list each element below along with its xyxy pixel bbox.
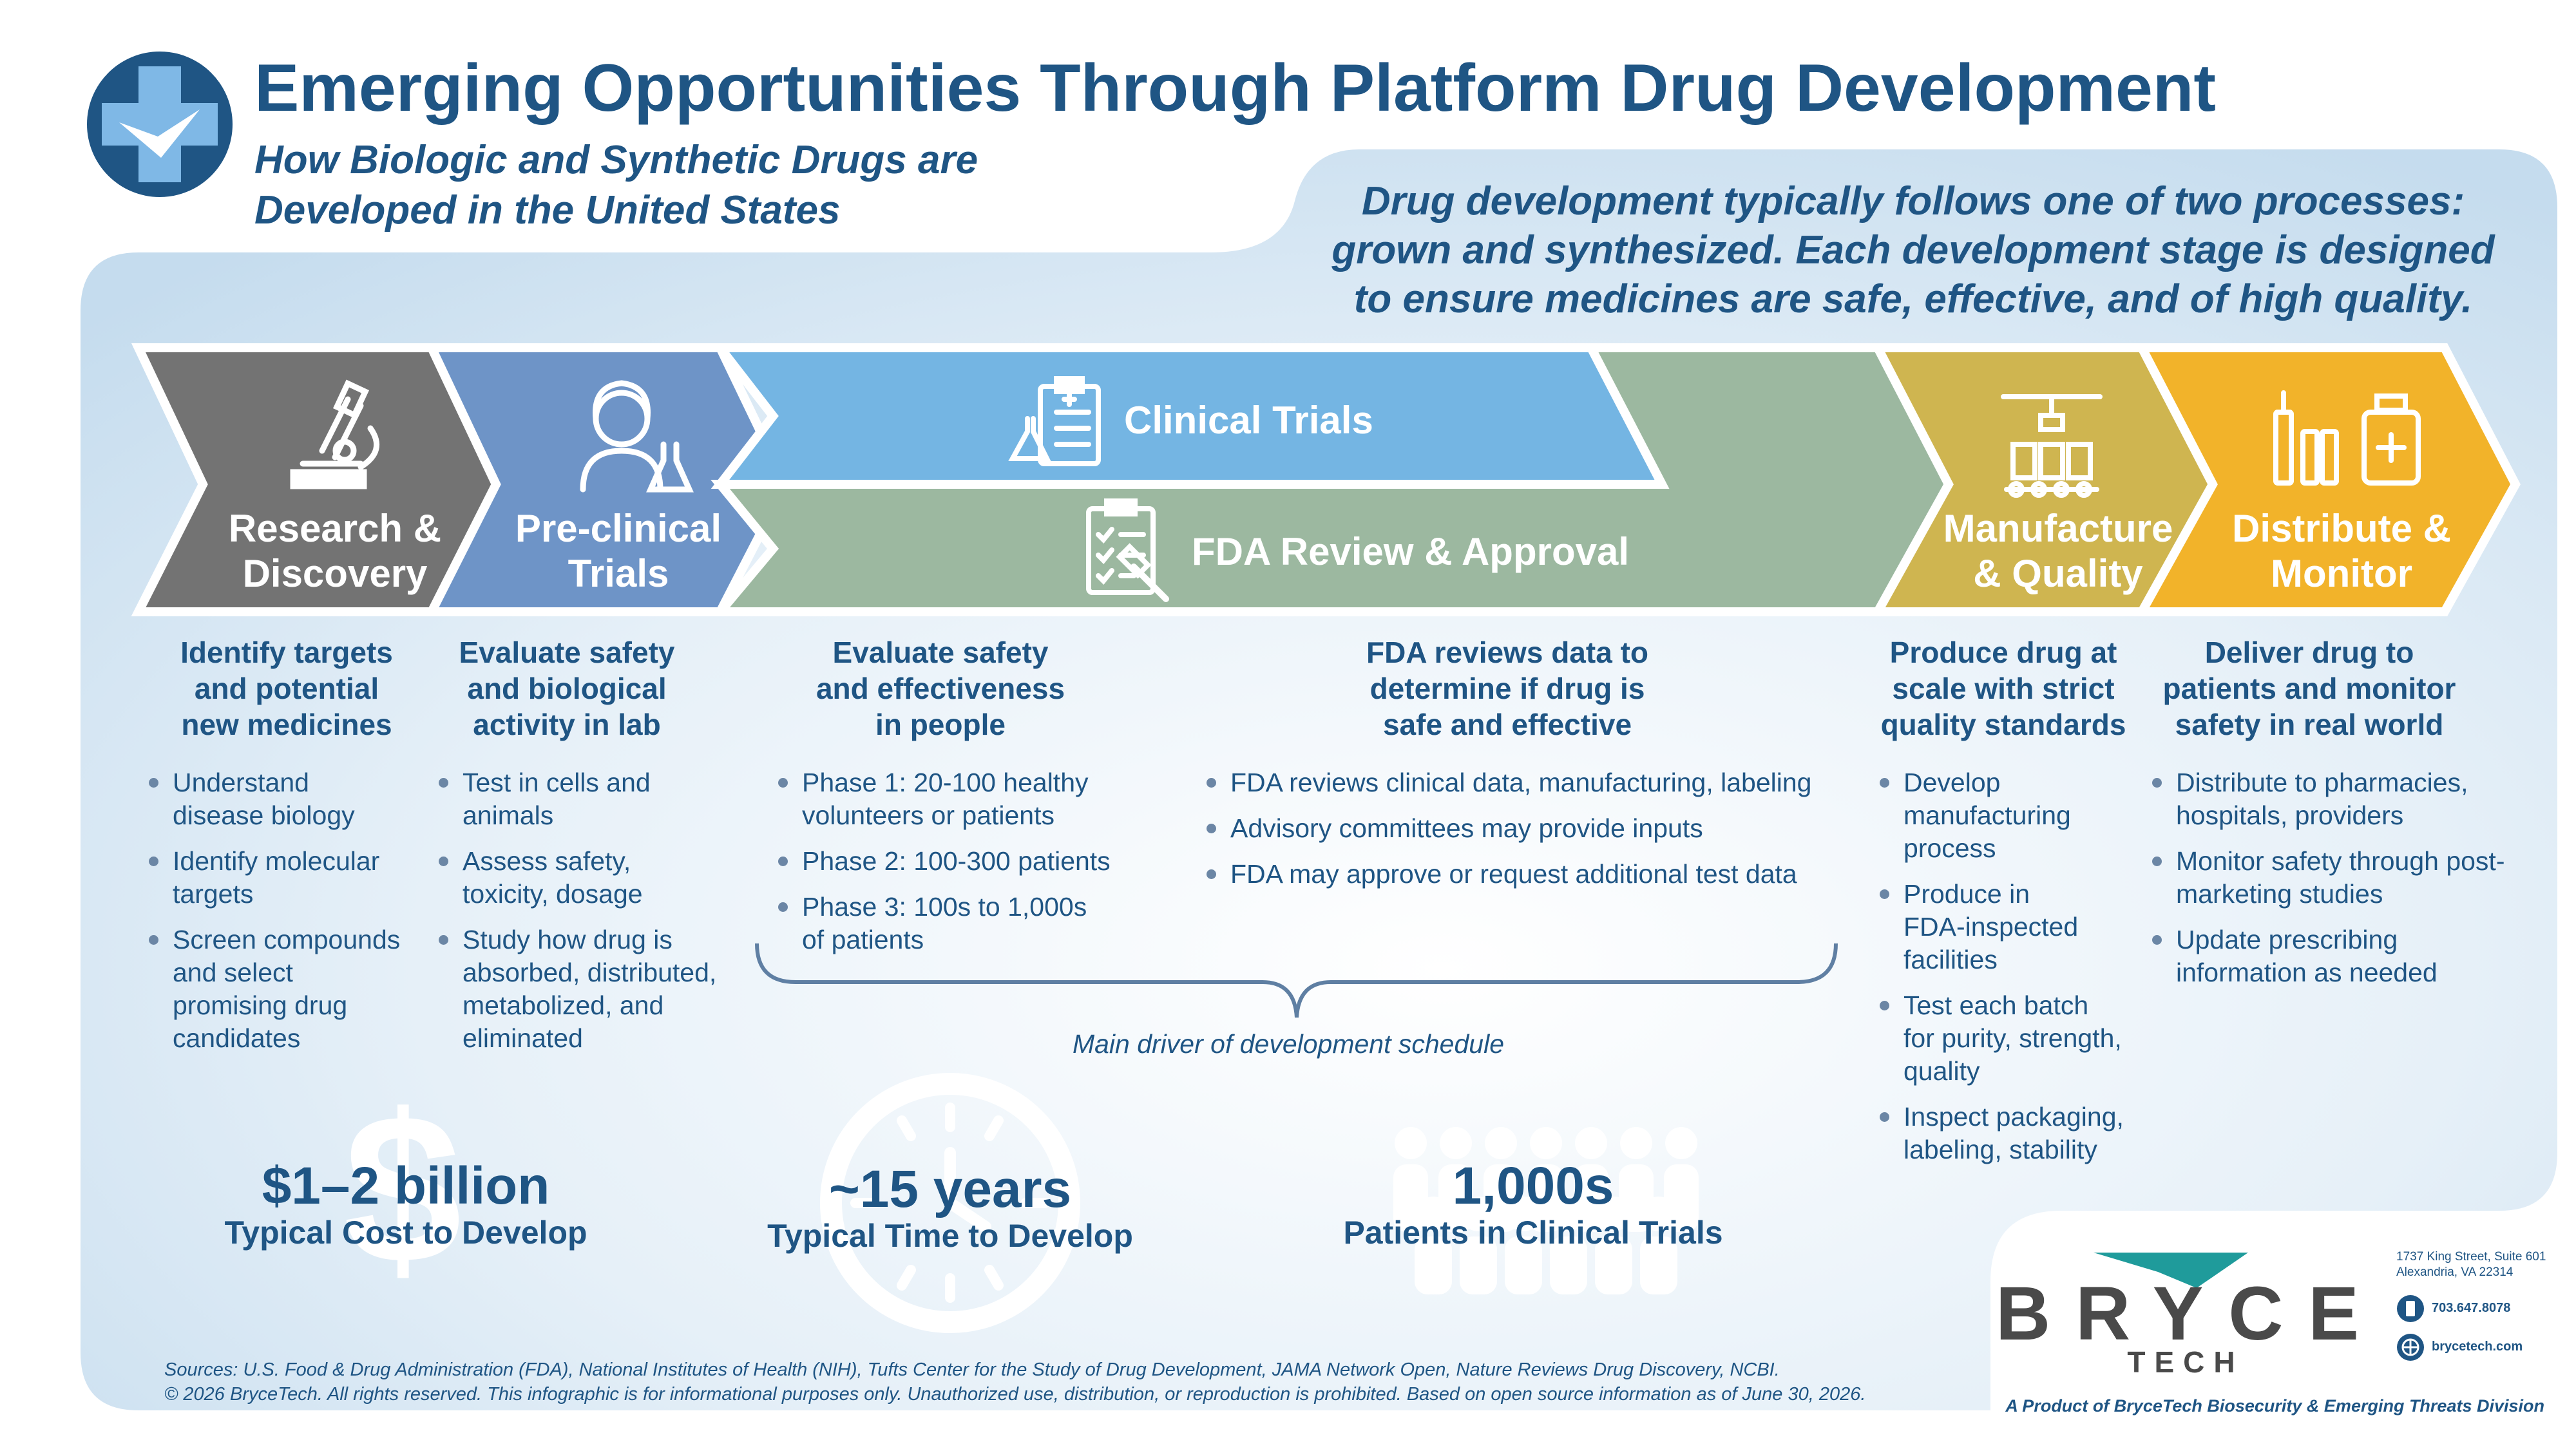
clock-icon: [820, 1073, 1080, 1333]
address: 1737 King Street, Suite 601 Alexandria, …: [2396, 1250, 2546, 1279]
globe-icon: [2397, 1334, 2424, 1361]
stage-label-clinical: Clinical Trials: [1124, 399, 1373, 442]
scientist-icon: [580, 380, 694, 493]
list-item: Monitor safety through post-marketing st…: [2150, 845, 2537, 911]
stat-cost-value: $1–2 billion: [262, 1157, 550, 1215]
timeline-brace: [755, 943, 1838, 1018]
microscope-icon: [290, 379, 379, 489]
website-link[interactable]: brycetech.com: [2432, 1340, 2523, 1354]
stat-patients-value: 1,000s: [1452, 1157, 1614, 1215]
division-credit: A Product of BryceTech Biosecurity & Eme…: [2005, 1396, 2544, 1416]
dollar-sign-icon: $: [343, 1070, 462, 1307]
checklist-gavel-icon: [1086, 498, 1169, 602]
stage-label-manufacture: Manufacture & Quality: [1943, 507, 2173, 595]
list-item: Phase 2: 100-300 patients: [776, 845, 1137, 878]
list-item: Advisory committees may provide inputs: [1205, 812, 1849, 845]
stage-label-distribute: Distribute & Monitor: [2231, 507, 2452, 595]
column-heading-manufacture: Produce drug at scale with strict qualit…: [1880, 636, 2126, 741]
stat-cost-label: Typical Cost to Develop: [224, 1215, 587, 1251]
page-subtitle: How Biologic and Synthetic Drugs are Dev…: [254, 138, 978, 232]
stage-label-preclinical: Pre-clinical Trials: [515, 507, 722, 595]
column-heading-fda: FDA reviews data to determine if drug is…: [1366, 636, 1648, 741]
sources-text: Sources: U.S. Food & Drug Administration…: [164, 1359, 1866, 1405]
list-item: FDA reviews clinical data, manufacturing…: [1205, 766, 1849, 799]
stat-patients-label: Patients in Clinical Trials: [1343, 1215, 1723, 1251]
brace-label: Main driver of development schedule: [1072, 1029, 1505, 1059]
phone-icon: [2397, 1295, 2424, 1322]
phone-number: 703.647.8078: [2432, 1301, 2511, 1315]
stat-time-value: ~15 years: [828, 1160, 1072, 1218]
chevron-clinical-band: [711, 343, 1670, 489]
medical-cross-logo-icon: [87, 52, 233, 197]
bullet-list-fda: FDA reviews clinical data, manufacturing…: [1205, 766, 1849, 904]
vials-icon: [2273, 390, 2421, 486]
list-item: FDA may approve or request additional te…: [1205, 858, 1849, 891]
list-item: Inspect packaging,labeling, stability: [1878, 1101, 2148, 1166]
people-crowd-icon: [1393, 1127, 1699, 1294]
svg-text:BRYCE: BRYCE: [1996, 1271, 2376, 1356]
column-heading-research: Identify targets and potential new medic…: [180, 636, 393, 741]
list-item: Distribute to pharmacies,hospitals, prov…: [2150, 766, 2537, 832]
brand-sub: TECH: [2127, 1345, 2244, 1379]
production-line-icon: [2001, 394, 2103, 498]
clipboard-flask-icon: [1008, 376, 1101, 466]
stage-label-research: Research & Discovery: [228, 507, 442, 595]
stage-label-fda: FDA Review & Approval: [1192, 530, 1630, 573]
brycetech-logo: BRYCE: [1996, 1253, 2376, 1356]
intro-text: Drug development typically follows one o…: [1331, 179, 2495, 321]
svg-text:$: $: [343, 1070, 462, 1307]
column-heading-clinical: Evaluate safety and effectiveness in peo…: [816, 636, 1065, 741]
list-item: Assess safety,toxicity, dosage: [437, 845, 739, 911]
bullet-list-distribute: Distribute to pharmacies,hospitals, prov…: [2150, 766, 2537, 1002]
page-title: Emerging Opportunities Through Platform …: [254, 51, 2216, 126]
column-heading-preclinical: Evaluate safety and biological activity …: [459, 636, 675, 741]
column-heading-distribute: Deliver drug to patients and monitor saf…: [2162, 636, 2456, 741]
stat-time-label: Typical Time to Develop: [767, 1218, 1133, 1254]
chevron-distribute: [2134, 343, 2521, 616]
